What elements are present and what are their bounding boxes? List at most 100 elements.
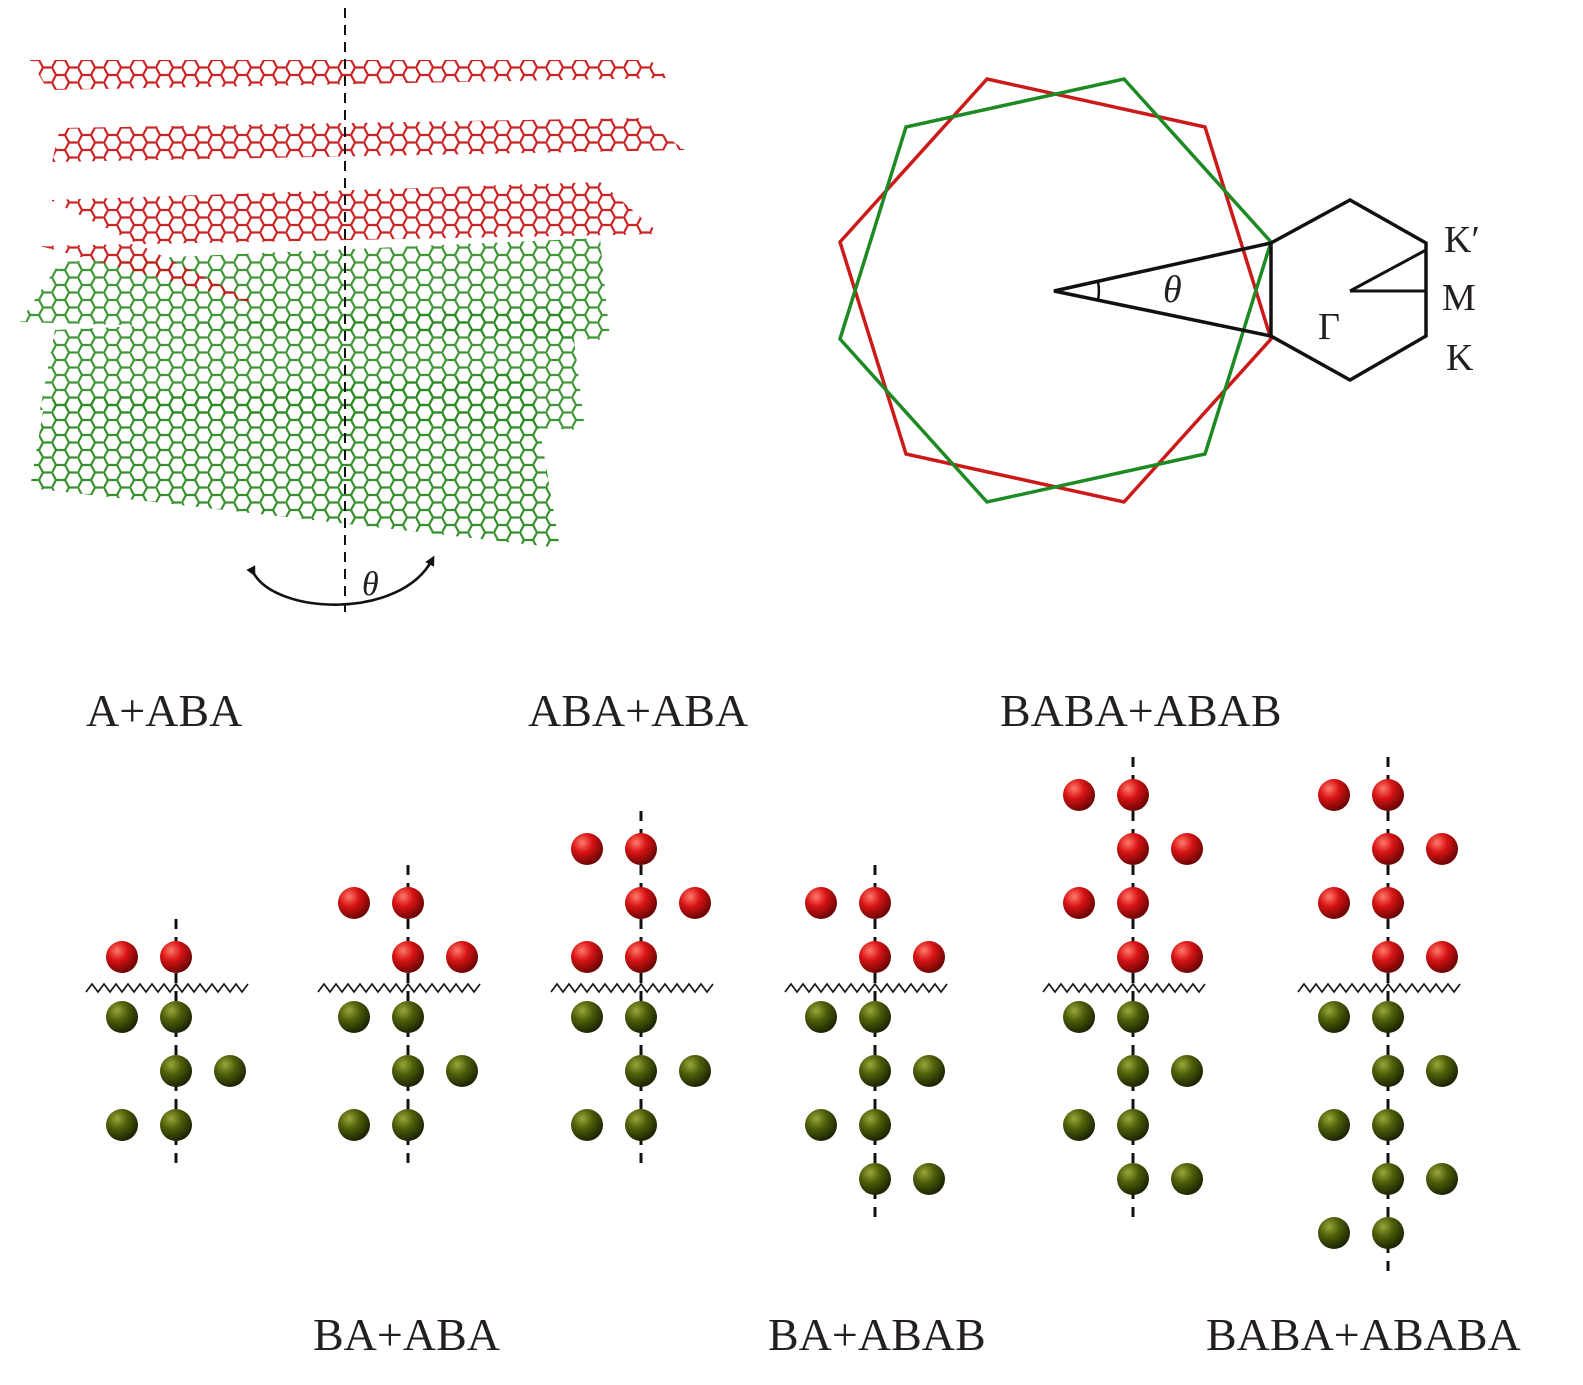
red-atom <box>1117 887 1149 919</box>
interface-line <box>1042 982 1206 994</box>
green-atom <box>160 1001 192 1033</box>
green-atom <box>1318 1217 1350 1249</box>
label-baba-ababa: BABA+ABABA <box>1206 1309 1521 1360</box>
red-sheet-2 <box>52 118 685 162</box>
green-sheet-2 <box>40 305 585 430</box>
m-point-label: M <box>1442 277 1476 319</box>
red-sheet-1 <box>30 60 668 90</box>
green-atom <box>446 1055 478 1087</box>
label-ba-abab: BA+ABAB <box>768 1309 986 1360</box>
green-atom <box>859 1163 891 1195</box>
green-atom <box>1426 1055 1458 1087</box>
red-atom <box>392 887 424 919</box>
green-atom <box>1063 1109 1095 1141</box>
red-atom <box>625 833 657 865</box>
green-atom <box>214 1055 246 1087</box>
graphene-stack: θ <box>20 8 685 612</box>
green-atom <box>859 1109 891 1141</box>
red-atom <box>106 941 138 973</box>
red-atom <box>338 887 370 919</box>
green-atom <box>805 1109 837 1141</box>
red-atom <box>859 941 891 973</box>
red-atom <box>1372 887 1404 919</box>
green-atom <box>1372 1109 1404 1141</box>
k-point-label: K <box>1446 337 1474 379</box>
red-atom <box>160 941 192 973</box>
green-atom <box>1318 1109 1350 1141</box>
high-symmetry-path <box>1349 248 1427 293</box>
red-atom <box>1117 833 1149 865</box>
green-atom <box>625 1001 657 1033</box>
twist-angle-label: θ <box>362 566 379 603</box>
green-atom <box>1117 1055 1149 1087</box>
zone-angle-label: θ <box>1163 269 1182 311</box>
stacking-columns <box>85 757 1461 1271</box>
green-atom <box>1426 1163 1458 1195</box>
green-atom <box>160 1109 192 1141</box>
label-aba-aba: ABA+ABA <box>528 685 748 736</box>
red-atom <box>1426 941 1458 973</box>
red-atom <box>1372 941 1404 973</box>
green-atom <box>679 1055 711 1087</box>
green-atom <box>1117 1109 1149 1141</box>
green-atom <box>625 1055 657 1087</box>
brillouin-zone-diagram: θ Γ K′ M K <box>838 77 1480 504</box>
stacking-column <box>85 919 249 1163</box>
interface-line <box>317 982 481 994</box>
green-atom <box>392 1055 424 1087</box>
green-atom <box>625 1109 657 1141</box>
green-atom <box>1117 1163 1149 1195</box>
green-atom <box>805 1001 837 1033</box>
red-atom <box>859 887 891 919</box>
stacking-column <box>317 865 481 1163</box>
green-atom <box>859 1001 891 1033</box>
red-atom <box>1426 833 1458 865</box>
green-atom <box>392 1109 424 1141</box>
mini-brillouin-zone <box>1269 197 1428 383</box>
k-prime-point-label: K′ <box>1444 219 1480 261</box>
green-atom <box>1063 1001 1095 1033</box>
red-atom <box>1171 941 1203 973</box>
green-atom <box>913 1163 945 1195</box>
green-atom <box>338 1001 370 1033</box>
interface-line <box>1297 982 1461 994</box>
red-atom <box>571 941 603 973</box>
red-atom <box>1318 887 1350 919</box>
green-atom <box>106 1001 138 1033</box>
red-sheet-3 <box>40 182 660 305</box>
stacking-column <box>1297 757 1461 1271</box>
label-ba-aba: BA+ABA <box>313 1309 500 1360</box>
green-atom <box>392 1001 424 1033</box>
green-atom <box>1117 1001 1149 1033</box>
red-atom <box>1117 941 1149 973</box>
green-atom <box>571 1001 603 1033</box>
green-atom <box>1171 1163 1203 1195</box>
green-atom <box>859 1055 891 1087</box>
twist-angle-wedge <box>1053 241 1272 338</box>
green-atom <box>1318 1001 1350 1033</box>
red-atom <box>1063 887 1095 919</box>
stacking-column <box>1042 757 1206 1217</box>
green-atom <box>106 1109 138 1141</box>
green-atom <box>1372 1163 1404 1195</box>
gamma-point-label: Γ <box>1318 306 1340 348</box>
label-baba-abab: BABA+ABAB <box>1000 685 1282 736</box>
red-atom <box>1372 779 1404 811</box>
red-atom <box>1063 779 1095 811</box>
red-brillouin-zone <box>838 77 1273 504</box>
green-atom <box>913 1055 945 1087</box>
green-atom <box>338 1109 370 1141</box>
interface-line <box>85 982 249 994</box>
label-a-aba: A+ABA <box>86 685 242 736</box>
stacking-column <box>784 865 948 1217</box>
red-atom <box>1171 833 1203 865</box>
stacking-labels: A+ABA ABA+ABA BABA+ABAB BA+ABA BA+ABAB B… <box>86 685 1521 1360</box>
green-atom <box>571 1109 603 1141</box>
red-atom <box>805 887 837 919</box>
red-sheets <box>30 60 685 305</box>
green-sheets <box>20 238 610 548</box>
twist-angle-arc <box>1096 281 1101 301</box>
stacking-column <box>550 811 714 1163</box>
interface-line <box>784 982 948 994</box>
